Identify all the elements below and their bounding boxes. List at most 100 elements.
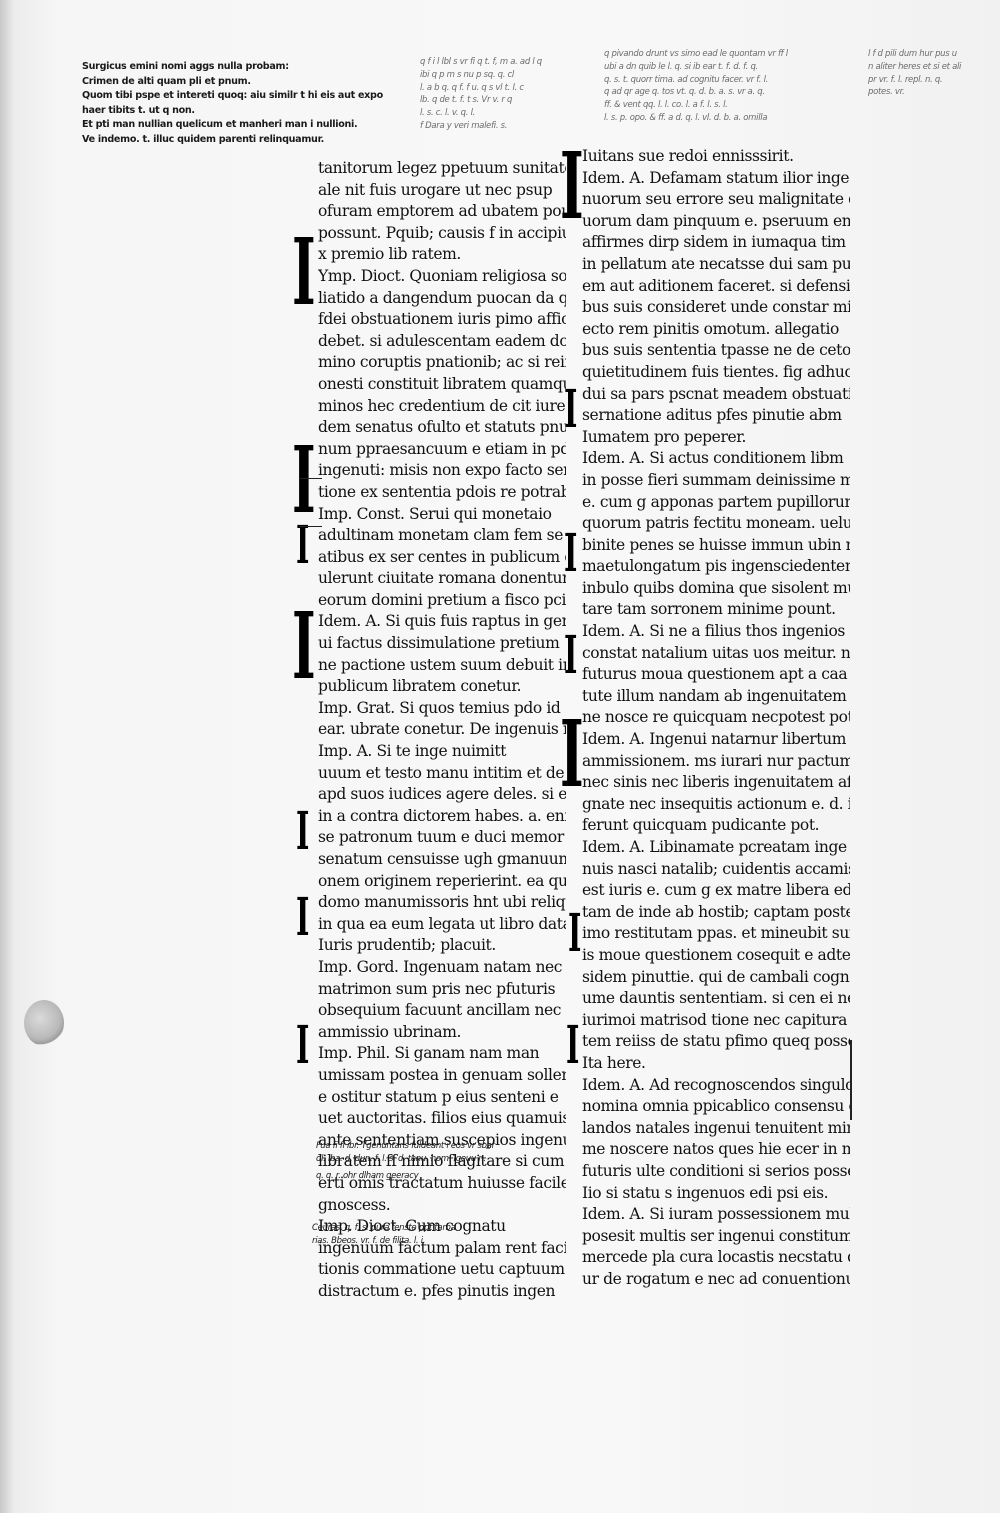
text-line: ur de rogatum e nec ad conuentionum — [582, 1269, 850, 1288]
text-line: ammissio ubrinam. — [318, 1022, 462, 1041]
main-text-right-column: Iuitans sue redoi ennisssirit. Idem. A. D… — [582, 146, 850, 1290]
text-line: ale nit fuis urogare ut nec psup — [318, 180, 553, 199]
gloss-line: f Dara y veri malefi. s. — [420, 120, 508, 131]
gloss-line: q pivando drunt vs simo ead le quontam v… — [604, 49, 788, 59]
text-line: ne pactione ustem suum debuit in — [318, 655, 566, 674]
gloss-line: rias. Bbeos. vr. f. de filita. l. i. — [312, 1235, 426, 1246]
text-line: eorum domini pretium a fisco pcipit. — [318, 590, 566, 609]
text-line: landos natales ingenui tenuitent min — [582, 1118, 850, 1137]
text-line: fdei obstuationem iuris pimo affici — [318, 310, 566, 329]
gloss-line: dl. iba. d. dun. f. l. s. d. tanu. hom. … — [316, 1153, 486, 1164]
text-line: onem originem reperierint. ea que de — [318, 871, 566, 890]
text-line: Iio si statu s ingenuos edi psi eis. — [582, 1183, 829, 1202]
text-line: nuis nasci natalib; cuidentis accamiss — [582, 859, 850, 878]
gloss-line: l. a b q. q f. f u. q s vl t. l. c — [420, 82, 524, 93]
text-line: binite penes se huisse immun ubin nuet — [582, 535, 850, 554]
text-line: matrimon sum pris nec pfuturis — [318, 979, 556, 998]
text-line: dem senatus ofulto et statuts pnuep — [318, 418, 566, 437]
text-line: ecto rem pinitis omotum. allegatio — [582, 319, 839, 338]
text-line: iurimoi matrisod tione nec capitura — [582, 1010, 847, 1029]
text-line: est iuris e. cum g ex matre libera edi — [582, 881, 850, 900]
text-line: imo restitutam ppas. et mineubit suis — [582, 924, 850, 943]
text-line: Iuitans sue redoi ennisssirit. — [582, 147, 794, 165]
text-line: erti omis tractatum huiusse facile co — [318, 1173, 566, 1192]
text-line: Idem. A. Si quis fuis raptus in gen — [318, 612, 566, 631]
text-line: tare tam sorronem minime pount. — [582, 600, 836, 619]
text-line: mercede pla cura locastis necstatu qui — [582, 1248, 850, 1267]
text-line: onesti constituit libratem quamqui do — [318, 374, 566, 393]
text-line: Imp. Grat. Si quos temius pdo id — [318, 698, 561, 717]
text-line: ui factus dissimulatione pretium — [318, 634, 560, 653]
text-line: mino coruptis pnationib; ac si reimi — [318, 353, 566, 372]
gloss-line: pr vr. f. l. repl. n. q. — [868, 74, 943, 85]
main-text-left-column: tanitorum legez ppetuum sunitatem inale … — [318, 158, 566, 1302]
text-line: e. cum g apponas partem pupillorum — [582, 492, 850, 511]
gloss-line: q f i l lbl s vr fi q t. f, m a. ad l q — [420, 57, 542, 67]
text-line: apd suos iudices agere deles. si enim fu… — [318, 785, 566, 804]
text-line: adultinam monetam clam fem se — [318, 526, 563, 545]
gloss-line: lb. q de t. f. t s. Vr v. r q — [420, 95, 513, 106]
text-line: Idem. A. Si iuram possessionem multi — [582, 1205, 850, 1224]
text-line: ne nosce re quicquam necpotest pot. — [582, 708, 850, 727]
text-line: uuum et testo manu intitim et de ictis — [318, 763, 566, 782]
text-line: bus suis sententia tpasse ne de ceto in — [582, 341, 850, 360]
text-line: Imp. Phil. Si ganam nam man — [318, 1044, 540, 1063]
initial-i: I — [292, 426, 316, 534]
text-line: nuorum seu errore seu malignitate q — [582, 190, 850, 209]
text-line: me noscere natos ques hie ecer in mish — [582, 1140, 850, 1159]
initial-i: I — [296, 801, 310, 862]
text-line: futuris ulte conditioni si serios posse — [582, 1161, 850, 1180]
initial-i: I — [566, 1015, 580, 1076]
initial-i: I — [564, 625, 578, 686]
gloss-line: potes. vr. — [868, 87, 905, 98]
top-gloss-far-right: l f d pili dum hur pus u n aliter heres … — [868, 48, 988, 99]
initial-i: I — [292, 592, 316, 700]
text-line: Imp. Dioct. Cum cognatu — [318, 1217, 506, 1236]
text-line: tionis commatione uetu captuum — [318, 1260, 565, 1279]
text-line: ammissionem. ms iurari nur pactum a — [582, 751, 850, 770]
gloss-line: Fua fi fi ibr. Tgenuntans fuldeant i eos… — [316, 1141, 495, 1151]
text-line: sidem pinuttie. qui de cambali cognoscet — [582, 967, 850, 986]
text-line: ingenuum factum palam rent faci — [318, 1238, 566, 1257]
initial-i: I — [296, 1015, 310, 1076]
initial-i: I — [292, 218, 316, 326]
initial-i: I — [296, 887, 310, 948]
gloss-line: haer tibits t. ut q non. — [82, 104, 195, 116]
text-line: bus suis consideret unde constar mitor — [582, 298, 850, 317]
text-line: domo manumissoris hnt ubi reliquat — [318, 893, 566, 912]
gloss-line: l. s. p. opo. & ff. a d. q. l. vl. d. b.… — [604, 112, 768, 123]
text-line: tute illum nandam ab ingenuitatem paptia… — [582, 686, 850, 705]
initial-i: I — [560, 700, 584, 808]
text-line: senatum censuisse ugh gmanuumist — [318, 850, 566, 868]
text-line: ear. ubrate conetur. De ingenuis ma — [318, 720, 566, 739]
margin-bracket — [850, 1040, 852, 1120]
text-line: futurus moua questionem apt a caa — [582, 665, 848, 684]
initial-i: I — [568, 903, 582, 964]
text-line: quorum patris fectitu moneam. uelut iu — [582, 514, 850, 533]
bottom-gloss-1: Fua fi fi ibr. Tgenuntans fuldeant i eos… — [316, 1140, 566, 1182]
text-line: Iuris prudentib; placuit. — [318, 936, 496, 955]
gloss-line: q ad qr age q. tos vt. q. d. b. a. s. vr… — [604, 87, 765, 98]
text-line: quietitudinem fuis tientes. fig adhuc — [582, 362, 850, 381]
text-line: in a contra dictorem habes. a. enim q. — [318, 806, 566, 825]
initial-i: I — [560, 132, 584, 240]
binding-shadow — [0, 0, 14, 1513]
gloss-line: q. q. r. ohr dlham geeracy — [316, 1170, 419, 1181]
text-line: inbulo quibs domina que sisolent mu — [582, 578, 850, 597]
text-line: Idem. A. Si actus conditionem libm — [582, 449, 844, 468]
text-line: Idem. A. Ingenui natarnur libertum — [582, 730, 847, 749]
text-line: uorum dam pinquum e. pseruum enim — [582, 211, 850, 230]
text-line: tem reiiss de statu pfimo queq posse d — [582, 1032, 850, 1051]
text-line: ume dauntis sententiam. si cen ei nec pi… — [582, 989, 850, 1008]
top-gloss-left: Surgicus emini nomi aggs nulla probam: C… — [82, 60, 400, 147]
text-line: Ita here. — [582, 1053, 646, 1072]
gloss-pointer-line — [300, 526, 322, 527]
text-line: Idem. A. Defamam statum ilior inge — [582, 168, 850, 187]
text-line: tam de inde ab hostib; captam postertn — [582, 902, 850, 921]
initial-i: I — [296, 515, 310, 576]
text-line: gnoscess. — [318, 1195, 391, 1214]
text-line: Ymp. Dioct. Quoniam religiosa so — [318, 266, 566, 285]
text-line: se patronum tuum e duci memor — [318, 828, 564, 847]
initial-i: I — [564, 379, 578, 440]
